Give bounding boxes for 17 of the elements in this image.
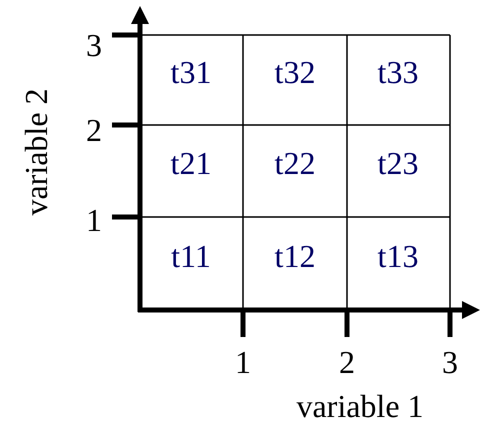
cell-label: t32: [274, 56, 316, 88]
cell-label: t11: [171, 240, 211, 272]
cell-label: t21: [170, 147, 212, 179]
tick-label: 1: [235, 346, 251, 378]
cell-label: t13: [378, 240, 418, 272]
cell-label: t22: [274, 147, 316, 179]
cell-label: t12: [274, 240, 316, 272]
cell-label: t33: [378, 56, 418, 88]
tick-label: 2: [86, 114, 102, 146]
tick-label: 1: [86, 204, 102, 236]
axis-title: variable 1: [296, 390, 424, 422]
tick-label: 2: [339, 346, 355, 378]
cell-label: t31: [170, 56, 212, 88]
cell-label: t23: [378, 147, 418, 179]
axis-title: variable 2: [20, 88, 52, 216]
tick-label: 3: [442, 346, 458, 378]
tick-label: 3: [86, 29, 102, 61]
